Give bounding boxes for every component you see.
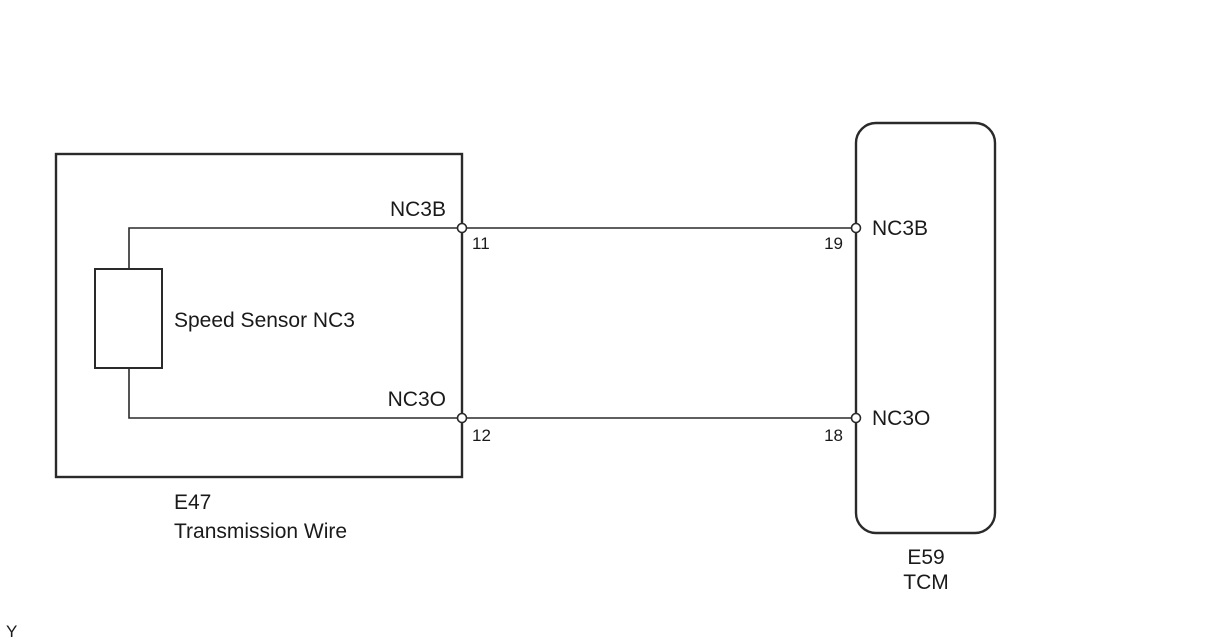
corner-mark: Y [6,622,17,641]
right-connector-name: TCM [903,571,949,594]
speed-sensor-label: Speed Sensor NC3 [174,309,355,332]
terminal-left-11 [456,222,468,234]
speed-sensor-body [94,268,163,369]
right-pin-signal-nc3o: NC3O [872,407,930,430]
left-pin-signal-nc3o: NC3O [388,388,446,411]
left-pin-number-12: 12 [472,426,491,445]
transmission-wire-box [54,152,464,479]
sensor-lead-top [128,227,462,269]
sensor-lead-bottom [128,368,462,419]
terminal-left-12 [456,412,468,424]
left-connector-code: E47 [174,491,211,514]
right-connector-code: E59 [907,546,944,569]
left-connector-name: Transmission Wire [174,520,347,543]
right-pin-number-19: 19 [824,234,843,253]
right-pin-signal-nc3b: NC3B [872,217,928,240]
tcm-box [854,121,997,535]
terminal-right-19 [850,222,862,234]
terminal-right-18 [850,412,862,424]
right-pin-number-18: 18 [824,426,843,445]
left-pin-signal-nc3b: NC3B [390,198,446,221]
left-pin-number-11: 11 [472,234,490,253]
